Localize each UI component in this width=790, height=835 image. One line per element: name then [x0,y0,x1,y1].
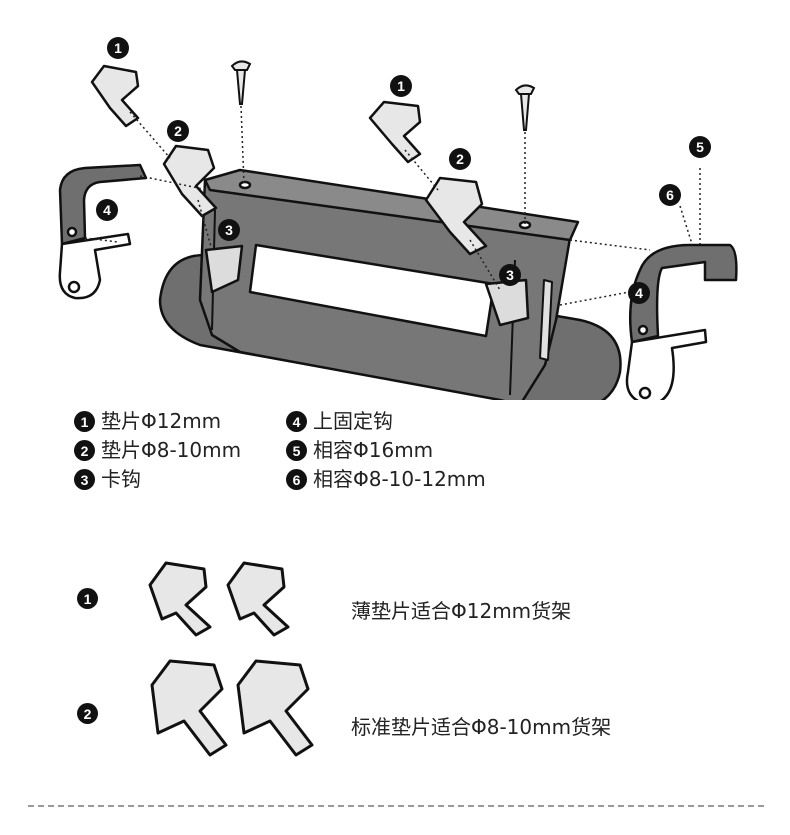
callout: 5 [689,136,711,158]
clip-hook-left [204,244,244,294]
screw-right [514,84,536,131]
hook-bracket-right [625,243,738,400]
legend-label: 卡钩 [101,467,141,491]
rack-right-slot [539,279,553,361]
callout-number: 5 [696,139,704,155]
callout-number: 6 [666,187,674,203]
legend-item: 6 相容Φ8-10-12mm [286,465,486,494]
callout-number: 2 [174,123,182,139]
rack-body [158,168,622,400]
legend-number-badge: 4 [286,411,307,432]
callout: 4 [628,282,650,304]
pad-description: 标准垫片适合Φ8-10mm货架 [351,715,612,739]
callout: 3 [499,264,521,286]
pad-option-standard: 2 标准垫片适合Φ8-10mm货架 [0,655,790,765]
standard-pad-icon [150,659,228,757]
thin-pad-icon [226,561,290,637]
parts-legend-right: 4 上固定钩 5 相容Φ16mm 6 相容Φ8-10-12mm [286,407,486,494]
legend-item: 4 上固定钩 [286,407,486,436]
parts-legend-left: 1 垫片Φ12mm 2 垫片Φ8-10mm 3 卡钩 [74,407,241,494]
screw-left [230,60,252,105]
legend-number-badge: 2 [74,440,95,461]
rack-top-edge [203,168,580,242]
callout: 4 [96,199,118,221]
legend-number-badge: 3 [74,469,95,490]
callout: 2 [167,120,189,142]
callout: 1 [390,75,412,97]
legend-label: 垫片Φ8-10mm [101,438,242,462]
hook-bracket-left [58,163,148,300]
rack-window [248,243,496,338]
legend-item: 2 垫片Φ8-10mm [74,436,241,465]
callout: 1 [107,37,129,59]
callout: 3 [218,219,240,241]
exploded-assembly-diagram: 1 2 3 4 1 2 3 4 5 6 [58,37,738,400]
assembly-guide-lines [84,105,701,306]
thin-pad-icon [148,561,212,637]
callout-number: 2 [456,151,464,167]
callout-number: 4 [103,202,111,218]
legend-number-badge: 6 [286,469,307,490]
pad-standard-right [424,176,488,256]
pad-number-badge: 2 [77,703,98,724]
callout: 2 [449,148,471,170]
legend-number-badge: 5 [286,440,307,461]
legend-number-badge: 1 [74,411,95,432]
pad-thin-left [90,64,140,128]
standard-pad-pair-illustration [150,659,314,757]
screw-hole [238,180,252,190]
pad-number-badge: 1 [77,588,98,609]
standard-pad-icon [236,659,314,757]
legend-item: 5 相容Φ16mm [286,436,486,465]
callout: 6 [659,184,681,206]
legend-label: 垫片Φ12mm [101,409,222,433]
pad-description: 薄垫片适合Φ12mm货架 [351,599,572,623]
legend-label: 上固定钩 [313,409,393,433]
legend-label: 相容Φ8-10-12mm [313,467,486,491]
callout-number: 4 [635,285,643,301]
callout-number: 1 [114,40,122,56]
legend-item: 3 卡钩 [74,465,241,494]
legend-item: 1 垫片Φ12mm [74,407,241,436]
callout-number: 3 [225,222,233,238]
callout-number: 1 [397,78,405,94]
dashed-divider [28,805,764,807]
thin-pad-pair-illustration [148,561,290,637]
pad-thin-right [368,100,422,164]
pad-standard-left [162,144,218,218]
callout-number: 3 [506,267,514,283]
legend-label: 相容Φ16mm [313,438,434,462]
pad-option-thin: 1 薄垫片适合Φ12mm货架 [0,555,790,645]
